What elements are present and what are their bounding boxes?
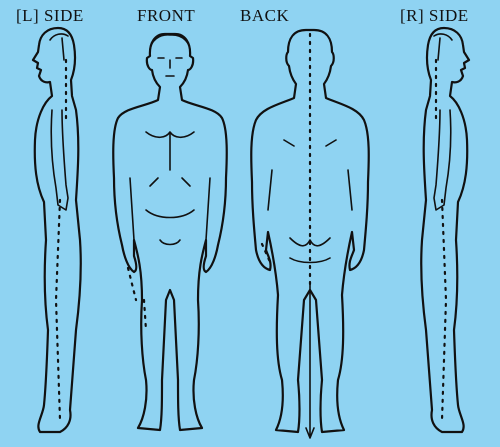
front-figure — [113, 34, 227, 430]
front-figure-arm-lines — [130, 178, 210, 240]
front-figure-face — [158, 58, 182, 76]
front-figure-chest — [146, 132, 194, 245]
left-side-hair — [50, 34, 68, 60]
right-side-figure — [421, 28, 469, 432]
left-side-figure — [33, 28, 81, 432]
right-side-arm — [434, 110, 451, 210]
right-side-hair — [434, 34, 452, 60]
front-figure-outline — [113, 34, 227, 430]
front-figure-dotted-marks — [128, 268, 146, 330]
back-figure — [251, 30, 369, 438]
left-side-dotted-midline — [56, 60, 66, 420]
back-figure-midline-arrow — [306, 285, 314, 438]
right-side-dotted-midline — [436, 60, 446, 420]
left-side-head-outline — [33, 28, 81, 432]
left-side-arm — [51, 110, 68, 210]
right-side-head-outline — [421, 28, 469, 432]
